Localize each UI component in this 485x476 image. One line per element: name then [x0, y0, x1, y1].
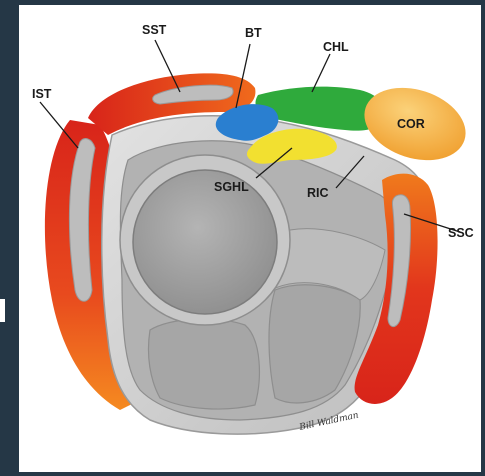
label-ist: IST — [32, 87, 52, 101]
label-sghl: SGHL — [214, 180, 249, 194]
label-bt: BT — [245, 26, 262, 40]
label-chl: CHL — [323, 40, 349, 54]
humeral-head — [133, 170, 277, 314]
label-ric: RIC — [307, 186, 329, 200]
label-cor: COR — [397, 117, 425, 131]
label-ssc: SSC — [448, 226, 474, 240]
inferior-glenoid-left — [148, 319, 259, 409]
label-sst: SST — [142, 23, 167, 37]
leader-chl — [312, 54, 330, 92]
